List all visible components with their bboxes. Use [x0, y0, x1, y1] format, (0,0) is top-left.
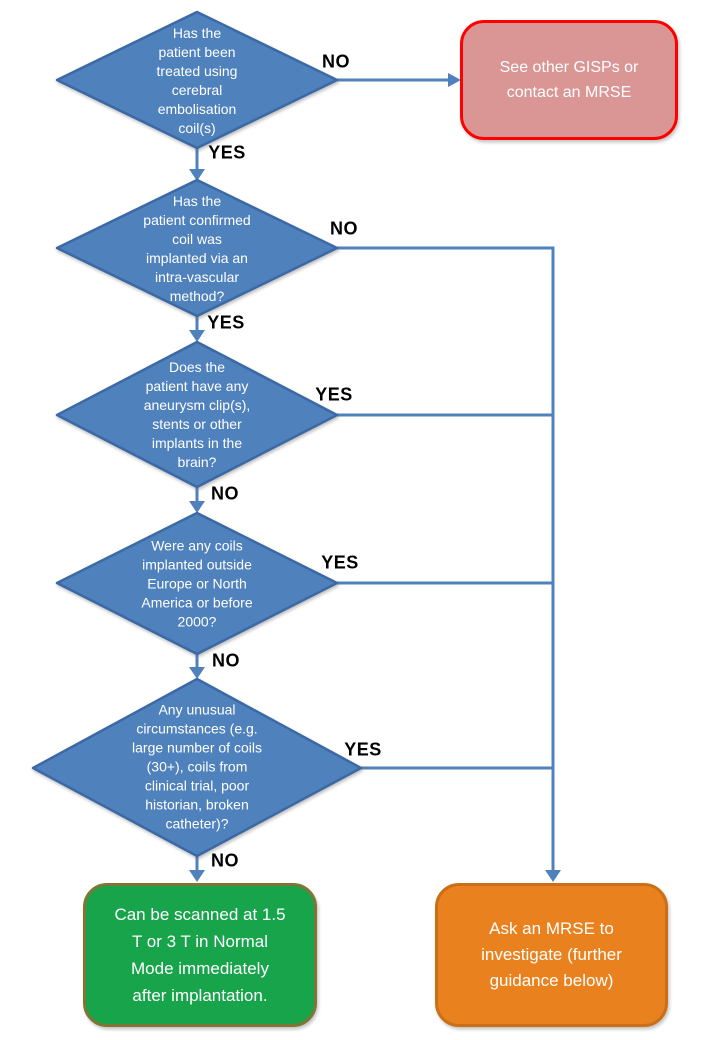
decision-diamond-2	[55, 178, 339, 318]
arrowhead-d4-to-d5	[189, 667, 205, 679]
decision-diamond-5	[31, 677, 363, 858]
arrowhead-d2-to-d3	[189, 330, 205, 342]
terminal-box-see-other-gisps: See other GISPs or contact an MRSE	[460, 20, 678, 140]
arrowhead-to-investigate-box	[545, 870, 561, 882]
terminal-box-ask-mrse: Ask an MRSE to investigate (further guid…	[435, 883, 668, 1027]
arrowhead-d3-to-d4	[189, 501, 205, 513]
branch-label-d4-yes: YES	[321, 552, 359, 573]
arrowhead-d1-to-d2	[189, 169, 205, 181]
branch-label-d4-no: NO	[212, 650, 240, 671]
branch-label-d2-yes: YES	[207, 312, 245, 333]
branch-label-d1-no: NO	[322, 51, 350, 72]
arrowhead-to-reject-box	[448, 73, 461, 87]
branch-label-d1-yes: YES	[208, 142, 246, 163]
branch-label-d3-no: NO	[211, 483, 239, 504]
arrowhead-to-success-box	[189, 870, 205, 882]
decision-diamond-1	[55, 10, 339, 150]
branch-label-d5-no: NO	[211, 850, 239, 871]
terminal-text-can-be-scanned: Can be scanned at 1.5 T or 3 T in Normal…	[114, 905, 286, 1005]
terminal-box-can-be-scanned: Can be scanned at 1.5 T or 3 T in Normal…	[83, 883, 317, 1027]
terminal-text-ask-mrse: Ask an MRSE to investigate (further guid…	[481, 919, 622, 990]
branch-label-d3-yes: YES	[315, 384, 353, 405]
terminal-text-see-other-gisps: See other GISPs or contact an MRSE	[499, 59, 639, 101]
branch-label-d2-no: NO	[330, 218, 358, 239]
branch-label-d5-yes: YES	[344, 739, 382, 760]
decision-diamond-4	[55, 511, 339, 656]
decision-diamond-3	[55, 340, 339, 489]
